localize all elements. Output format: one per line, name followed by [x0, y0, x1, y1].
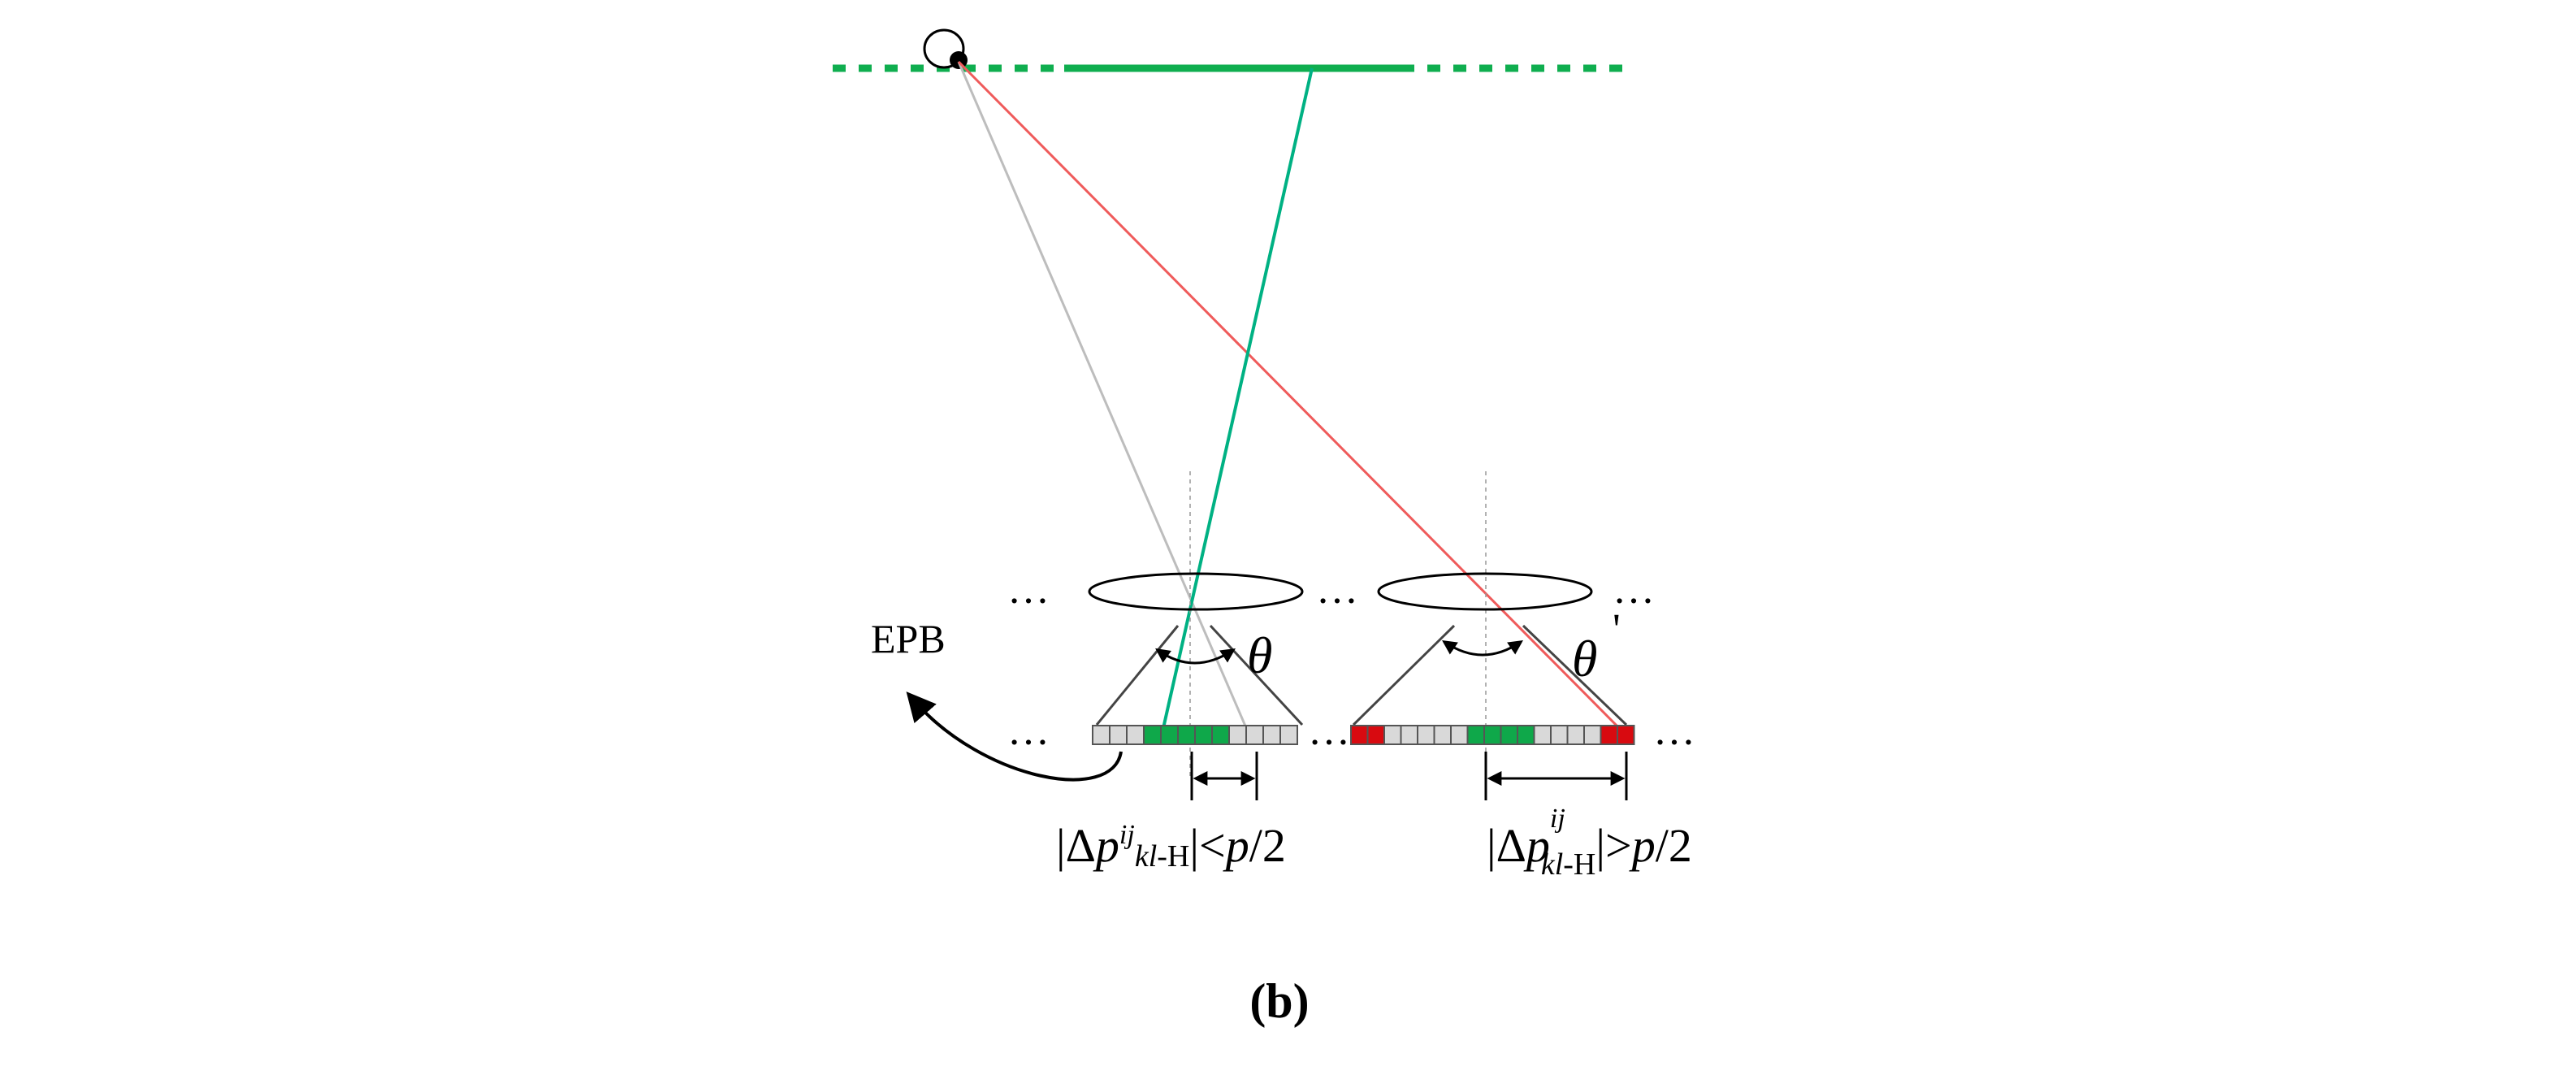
theta-arc-right: [1442, 639, 1523, 657]
pixel-green: [1500, 725, 1518, 745]
epb-arrow: [906, 691, 1123, 782]
pixel-gray: [1433, 725, 1452, 745]
pixel-green: [1517, 725, 1535, 745]
formula-left: |Δpijkl-H|<p/2: [1056, 819, 1286, 873]
pixel-row-left: [1092, 725, 1298, 745]
red-ray: [957, 60, 1628, 737]
pixel-gray: [1279, 725, 1298, 745]
offset-bracket-right: [1484, 752, 1628, 800]
pixel-gray: [1228, 725, 1247, 745]
theta-prime-mark: ': [1613, 605, 1621, 653]
pixel-gray: [1450, 725, 1469, 745]
green-ray: [1160, 67, 1314, 736]
theta-label: θ: [1247, 626, 1272, 684]
pixel-green: [1194, 725, 1213, 745]
pixel-red: [1350, 725, 1369, 745]
pixel-gray: [1092, 725, 1110, 745]
ellipsis-lens-middle: …: [1316, 566, 1358, 613]
pixel-gray: [1533, 725, 1552, 745]
lens-right: [1377, 572, 1593, 611]
ellipsis-lens-right: …: [1613, 566, 1655, 613]
pixel-green: [1160, 725, 1179, 745]
ellipsis-pixel-right: …: [1653, 708, 1695, 754]
lens-left: [1088, 572, 1304, 611]
pixel-row-right: [1350, 725, 1635, 745]
pixel-gray: [1126, 725, 1145, 745]
viewing-cone-right: [1352, 624, 1628, 726]
ellipsis-pixel-middle: …: [1308, 708, 1350, 754]
pixel-gray: [1550, 725, 1569, 745]
pixel-gray: [1583, 725, 1602, 745]
pixel-gray: [1400, 725, 1418, 745]
pixel-green: [1483, 725, 1502, 745]
pixel-green: [1143, 725, 1162, 745]
ellipsis-lens-left: …: [1007, 566, 1050, 613]
offset-bracket-left: [1190, 752, 1258, 800]
pixel-green: [1466, 725, 1485, 745]
pixel-gray: [1566, 725, 1585, 745]
panel-label: (b): [1249, 974, 1309, 1028]
ellipsis-pixel-left: …: [1007, 708, 1050, 754]
pixel-gray: [1245, 725, 1264, 745]
viewing-cone-left: [1095, 624, 1304, 726]
pixel-gray: [1417, 725, 1435, 745]
pixel-gray: [1109, 725, 1128, 745]
pixel-red: [1617, 725, 1635, 745]
pixel-red: [1600, 725, 1618, 745]
pixel-red: [1366, 725, 1385, 745]
theta-prime-label: θ: [1572, 630, 1597, 687]
pixel-gray: [1262, 725, 1281, 745]
eye-icon: [923, 28, 968, 69]
pixel-green: [1177, 725, 1196, 745]
theta-arc-left: [1155, 648, 1236, 665]
gray-ray: [957, 61, 1251, 736]
pixel-green: [1211, 725, 1230, 745]
pixel-gray: [1383, 725, 1402, 745]
epb-label: EPB: [871, 616, 946, 661]
